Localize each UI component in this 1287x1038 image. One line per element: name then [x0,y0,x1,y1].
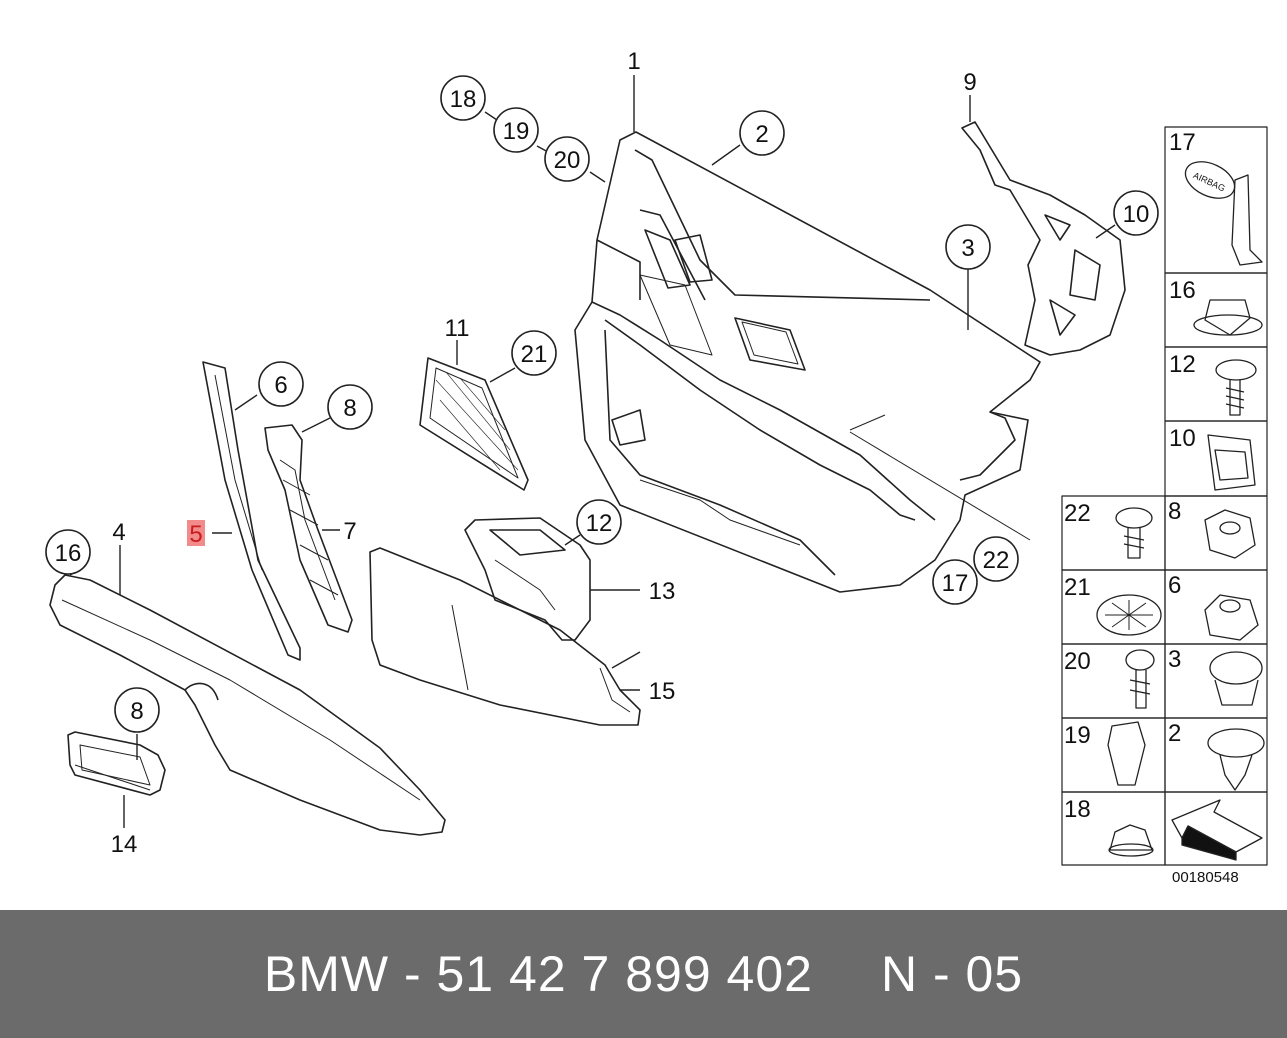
legend-grid [1061,126,1268,866]
callout-4: 4 [112,519,125,546]
callout-circles [45,75,1159,733]
callout-17: 17 [942,570,969,597]
legend-label-21: 21 [1064,574,1091,601]
legend-label-6: 6 [1168,572,1181,599]
callout-2: 2 [755,121,768,148]
brackets [961,121,1126,356]
highlight-marker [187,520,205,546]
callout-3: 3 [961,235,974,262]
legend-label-10: 10 [1169,425,1196,452]
callout-18: 18 [450,86,477,113]
callout-19: 19 [503,118,530,145]
legend-label-16: 16 [1169,277,1196,304]
door-trim-panel [574,131,1041,593]
callout-21: 21 [521,341,548,368]
legend-icons [1096,161,1265,861]
callout-9: 9 [963,69,976,96]
legend-label-18: 18 [1064,796,1091,823]
legend-label-8: 8 [1168,498,1181,525]
callout-11: 11 [445,315,470,342]
legend-label-22: 22 [1064,500,1091,527]
variant-code: N - 05 [880,946,1024,1002]
legend-label-2: 2 [1168,720,1181,747]
legend-labels: 17 16 12 10 22 8 21 6 20 3 19 2 18 [1064,129,1196,823]
callout-12: 12 [586,510,613,537]
catalog-number: 00180548 [1172,869,1239,886]
callout-6: 6 [274,372,287,399]
legend-label-17: 17 [1169,129,1196,156]
callout-7: 7 [343,518,356,545]
callout-13: 13 [649,578,676,605]
part-number-banner: BMW - 51 42 7 899 402 N - 05 [0,910,1287,1038]
storage-pocket [369,547,641,726]
legend-label-19: 19 [1064,722,1091,749]
callout-16: 16 [55,540,82,567]
trim-bracket [264,424,353,633]
callout-14: 14 [111,831,138,858]
callout-5: 5 [189,521,202,548]
airbag-label: AIRBAG [1192,170,1227,193]
leader-lines [69,75,1116,828]
callout-labels: 1 2 3 4 5 6 7 8 8 9 10 11 12 13 14 15 16… [55,48,1150,858]
callout-20: 20 [554,147,581,174]
trim-strip [202,361,301,661]
callout-8-lower: 8 [130,698,143,725]
legend-label-12: 12 [1169,351,1196,378]
speaker-grille [419,357,529,491]
callout-15: 15 [649,678,676,705]
callout-22: 22 [983,547,1010,574]
part-number: BMW - 51 42 7 899 402 [263,946,813,1002]
legend-label-20: 20 [1064,648,1091,675]
armrest-trim [49,574,446,836]
callout-10: 10 [1123,201,1150,228]
switch-bezel [464,517,591,641]
callout-1: 1 [627,48,640,75]
legend-label-3: 3 [1168,646,1181,673]
callout-8: 8 [343,395,356,422]
handle-bracket [67,731,166,796]
